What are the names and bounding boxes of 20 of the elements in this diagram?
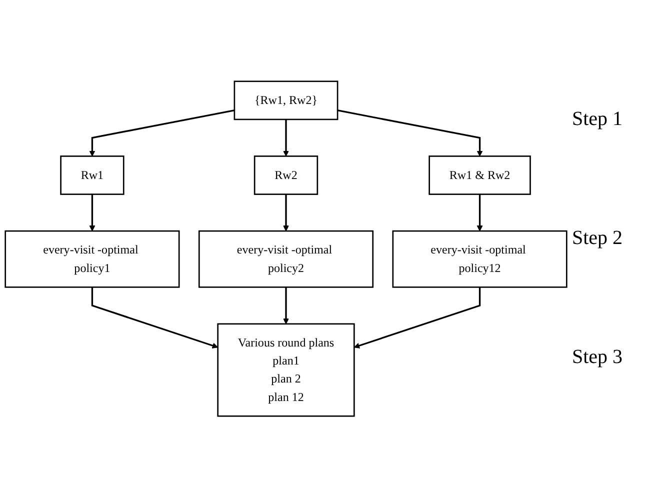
arrow (283, 119, 289, 156)
arrow (89, 109, 235, 156)
step-label: Step 3 (572, 346, 624, 369)
step-label: Step 1 (572, 108, 624, 131)
node-box: {Rw1, Rw2} (234, 80, 338, 120)
node-box: Various round plans plan1 plan 2 plan 12 (217, 323, 355, 417)
node-box: Rw1 & Rw2 (428, 155, 531, 195)
arrow (337, 109, 483, 156)
node-box: Rw1 (60, 155, 124, 195)
node-box: every-visit -optimal policy1 (4, 230, 180, 288)
node-box: every-visit -optimal policy12 (392, 230, 568, 288)
arrow (283, 286, 289, 324)
node-box: every-visit -optimal policy2 (198, 230, 374, 288)
node-box: Rw2 (254, 155, 318, 195)
step-label: Step 2 (572, 227, 624, 250)
arrow (89, 194, 96, 232)
arrow (476, 194, 483, 232)
arrow (283, 194, 289, 232)
arrow (354, 286, 481, 348)
arrow (91, 286, 218, 348)
